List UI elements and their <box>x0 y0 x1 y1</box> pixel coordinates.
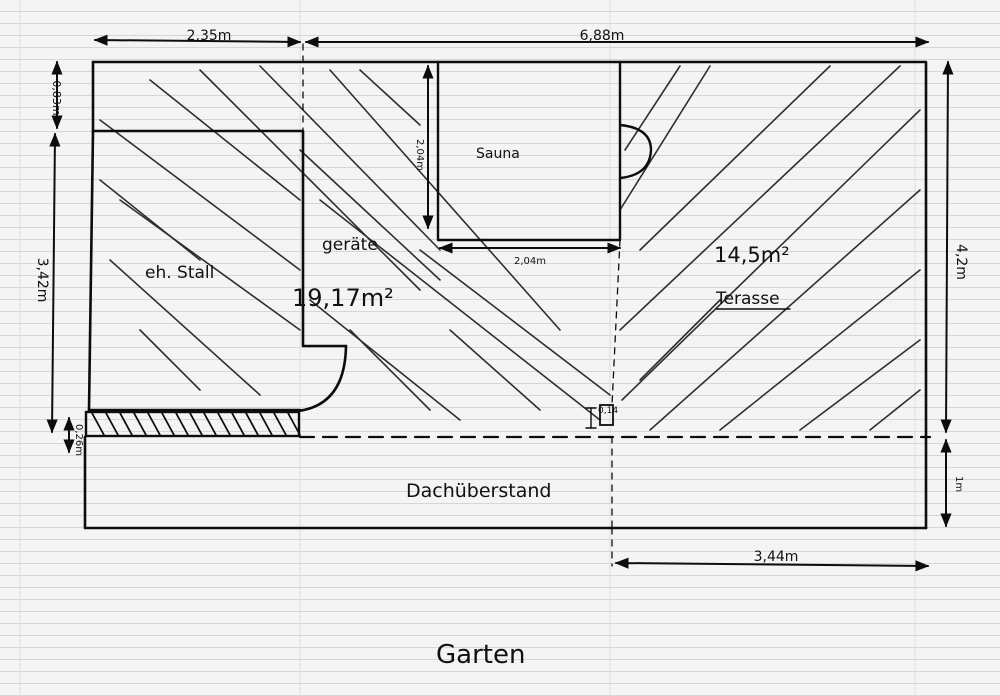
hatch-line <box>99 179 201 261</box>
stall-walls <box>87 129 348 413</box>
hatch-line <box>449 329 541 411</box>
strip-hatch-line <box>133 412 147 436</box>
strip-hatch-line <box>189 412 203 436</box>
label-terrace-area: 14,5m² <box>714 243 790 267</box>
hatch-line <box>99 119 301 271</box>
dim-overhang-depth: 1m <box>953 476 964 492</box>
label-overhang: Dachüberstand <box>406 480 551 502</box>
hatch-line <box>259 65 441 251</box>
dim-right-height: 4,2m <box>953 244 969 280</box>
strip-hatch-line <box>161 412 175 436</box>
hatching <box>99 65 921 431</box>
dim-left-height: 3,42m <box>34 258 50 303</box>
dim-bottom-left-small: 0,26m <box>73 424 84 456</box>
hatch-line <box>419 249 611 396</box>
dim-top-total-width: 6,88m <box>580 28 625 44</box>
strip-hatch-line <box>147 412 161 436</box>
dim-sauna-width: 2,04m <box>514 256 546 267</box>
hatch-line <box>149 79 301 201</box>
strip-hatch-line <box>245 412 259 436</box>
strip-hatch-line <box>105 412 119 436</box>
hatch-line <box>109 259 261 396</box>
hatch-line <box>719 269 921 431</box>
hatch-line <box>119 199 301 331</box>
strip-hatch-line <box>119 412 133 436</box>
label-geraete-area: 19,17m² <box>292 284 394 312</box>
dimension-labels: 2,35m 6,88m 0,83m 3,42m 0,26m 4,2m 1m 2,… <box>34 28 969 565</box>
label-stall: eh. Stall <box>145 263 214 283</box>
strip-hatch-line <box>91 412 105 436</box>
hatch-line <box>639 65 831 251</box>
strip-hatch-line <box>217 412 231 436</box>
hatch-line <box>624 65 681 151</box>
strip-hatch-line <box>175 412 189 436</box>
building-outline <box>83 60 928 530</box>
hatch-line <box>799 339 921 431</box>
hatched-wall-strip <box>84 410 301 438</box>
hatch-line <box>619 65 901 331</box>
hatch-line <box>359 69 421 126</box>
label-geraete: geräte <box>322 235 378 255</box>
dim-bottom-right-width: 3,44m <box>754 549 799 565</box>
paper-column-lines <box>19 0 916 696</box>
post <box>599 404 614 426</box>
label-sauna: Sauna <box>476 146 520 162</box>
dim-sauna-height: 2,04m <box>414 139 425 171</box>
hatch-line <box>869 389 921 431</box>
hatch-line <box>639 299 721 381</box>
sauna-walls <box>436 60 653 242</box>
hatch-line <box>349 329 431 411</box>
dimension-arrows <box>46 34 954 572</box>
hatch-line <box>649 189 921 431</box>
strip-hatch-line <box>273 412 287 436</box>
hatch-line <box>199 69 421 291</box>
label-terrace: Terasse <box>715 289 780 309</box>
hatch-line <box>329 69 561 331</box>
dim-top-left-width: 2,35m <box>187 28 232 44</box>
label-garden: Garten <box>436 640 525 670</box>
post-dimension <box>585 407 597 429</box>
hatch-line <box>319 199 601 421</box>
hatch-line <box>619 65 711 211</box>
strip-hatch-line <box>259 412 273 436</box>
dim-post-size: 0,14 <box>598 406 618 416</box>
hatch-line <box>309 299 461 421</box>
dim-top-left-depth: 0,83m <box>50 80 63 115</box>
strip-hatch-line <box>287 412 301 436</box>
room-labels: eh. Stall geräte 19,17m² Sauna 14,5m² Te… <box>145 146 790 670</box>
strip-hatch-line <box>203 412 217 436</box>
division-lines <box>302 43 621 567</box>
strip-hatch-line <box>231 412 245 436</box>
hatch-line <box>299 149 441 281</box>
hatch-line <box>139 329 201 391</box>
hatch-line <box>621 109 921 401</box>
